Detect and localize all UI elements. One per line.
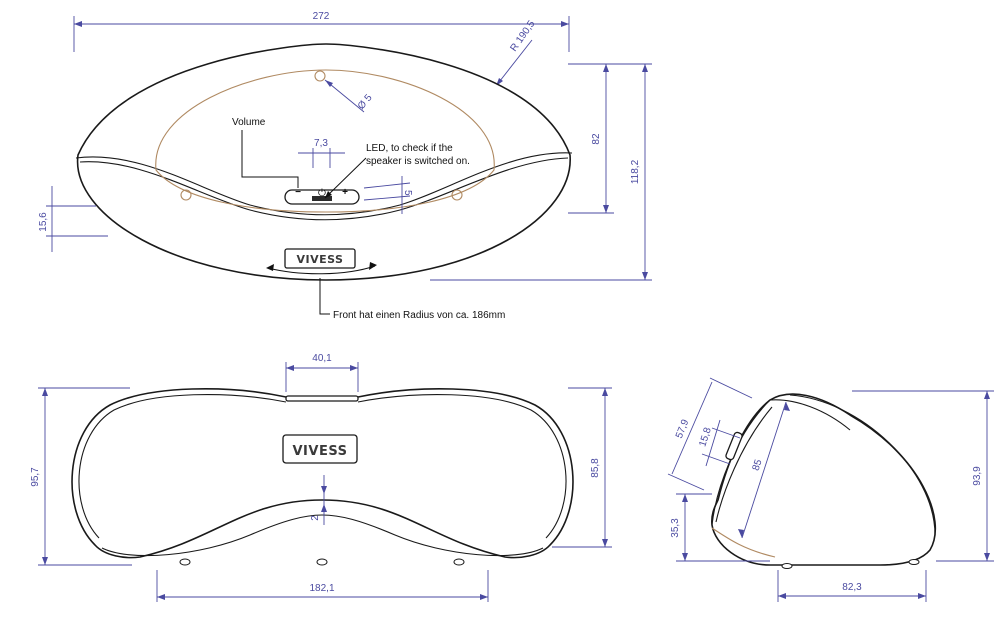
front-top-control-strip xyxy=(285,395,359,402)
led-label-line1: LED, to check if the xyxy=(366,143,453,154)
front-foot-center xyxy=(316,558,328,566)
front-view: VIVESS 40,1 2 95,7 xyxy=(30,353,612,602)
side-base-width-dimension: 82,3 xyxy=(777,570,927,602)
volume-minus-icon: − xyxy=(295,187,301,198)
side-accent-line xyxy=(711,527,776,558)
side-height-label: 93,9 xyxy=(972,466,983,486)
mounting-hole-right xyxy=(451,189,463,201)
front-height-left-label: 95,7 xyxy=(30,467,41,487)
front-bottom-edge xyxy=(101,514,544,557)
front-height-right-dimension: 85,8 xyxy=(552,387,612,548)
top-front-lip xyxy=(75,152,573,216)
front-height-right-label: 85,8 xyxy=(590,458,601,478)
side-base-width-label: 82,3 xyxy=(842,582,862,593)
side-body-outline xyxy=(711,393,937,566)
mounting-hole-left xyxy=(180,189,192,201)
side-button-label: 15,8 xyxy=(697,426,714,448)
button-spacing-label: 7,3 xyxy=(314,138,328,149)
front-body-inner-edge xyxy=(78,393,567,539)
top-brand-badge: VIVESS xyxy=(284,248,356,269)
led-label-line2: speaker is switched on. xyxy=(366,156,470,167)
front-brand-badge: VIVESS xyxy=(282,434,358,464)
side-foot-front xyxy=(781,563,793,569)
front-body-outline xyxy=(71,388,574,559)
volume-leader xyxy=(241,130,299,188)
front-height-left-dimension: 95,7 xyxy=(30,387,132,566)
front-radius-arrow xyxy=(267,265,376,275)
led-leader xyxy=(324,157,367,199)
button-offset-dimension: 5 xyxy=(363,176,413,214)
side-button xyxy=(725,431,743,461)
led-indicator xyxy=(312,196,332,201)
top-inner-oval xyxy=(155,69,495,213)
front-note-label: Front hat einen Radius von ca. 186mm xyxy=(333,310,505,321)
front-base-width-dimension: 182,1 xyxy=(156,570,489,602)
front-base-width-label: 182,1 xyxy=(309,583,334,594)
front-height-dimension: 15,6 xyxy=(38,186,108,252)
side-view: 57,9 15,8 85 35,3 xyxy=(667,377,994,602)
side-slant-label: 57,9 xyxy=(674,418,692,441)
front-gap-label: 2 xyxy=(310,515,321,521)
side-face-label: 85 xyxy=(751,458,765,472)
front-top-width-dimension: 40,1 xyxy=(285,353,359,392)
mounting-hole-top xyxy=(314,70,326,82)
side-lower-label: 35,3 xyxy=(670,518,681,538)
radius-dimension: R 190,5 xyxy=(495,18,538,87)
side-face-line xyxy=(711,399,851,526)
button-spacing-dimension: 7,3 xyxy=(298,138,345,168)
front-note-leader xyxy=(319,278,330,315)
inner-height-dimension: 82 xyxy=(568,63,614,214)
control-panel: − + ⏻ xyxy=(284,187,360,205)
side-height-dimension: 93,9 xyxy=(852,390,994,562)
inner-height-label: 82 xyxy=(591,133,602,145)
front-height-label: 15,6 xyxy=(38,212,49,232)
front-brand-text: VIVESS xyxy=(293,444,348,459)
total-height-label: 118,2 xyxy=(630,159,641,184)
top-front-lip-inner xyxy=(79,157,569,221)
total-height-dimension: 118,2 xyxy=(430,63,652,281)
front-foot-right xyxy=(453,558,465,566)
front-foot-left xyxy=(179,558,191,566)
top-view: 272 R 190,5 Ø 5 − + ⏻ xyxy=(38,11,652,321)
volume-label: Volume xyxy=(232,117,266,128)
side-face-inner xyxy=(715,406,773,523)
front-top-width-label: 40,1 xyxy=(312,353,332,364)
button-offset-label: 5 xyxy=(402,190,413,196)
front-gap-dimension: 2 xyxy=(310,475,327,525)
side-back-arc xyxy=(789,394,936,536)
volume-plus-icon: + xyxy=(342,187,348,198)
top-width-dimension: 272 xyxy=(73,11,570,52)
side-lower-dimension: 35,3 xyxy=(670,493,770,562)
side-foot-back xyxy=(908,559,920,565)
side-face-dimension: 85 xyxy=(738,401,790,539)
top-brand-text: VIVESS xyxy=(297,253,344,266)
power-icon: ⏻ xyxy=(318,188,326,199)
top-width-label: 272 xyxy=(313,11,330,22)
